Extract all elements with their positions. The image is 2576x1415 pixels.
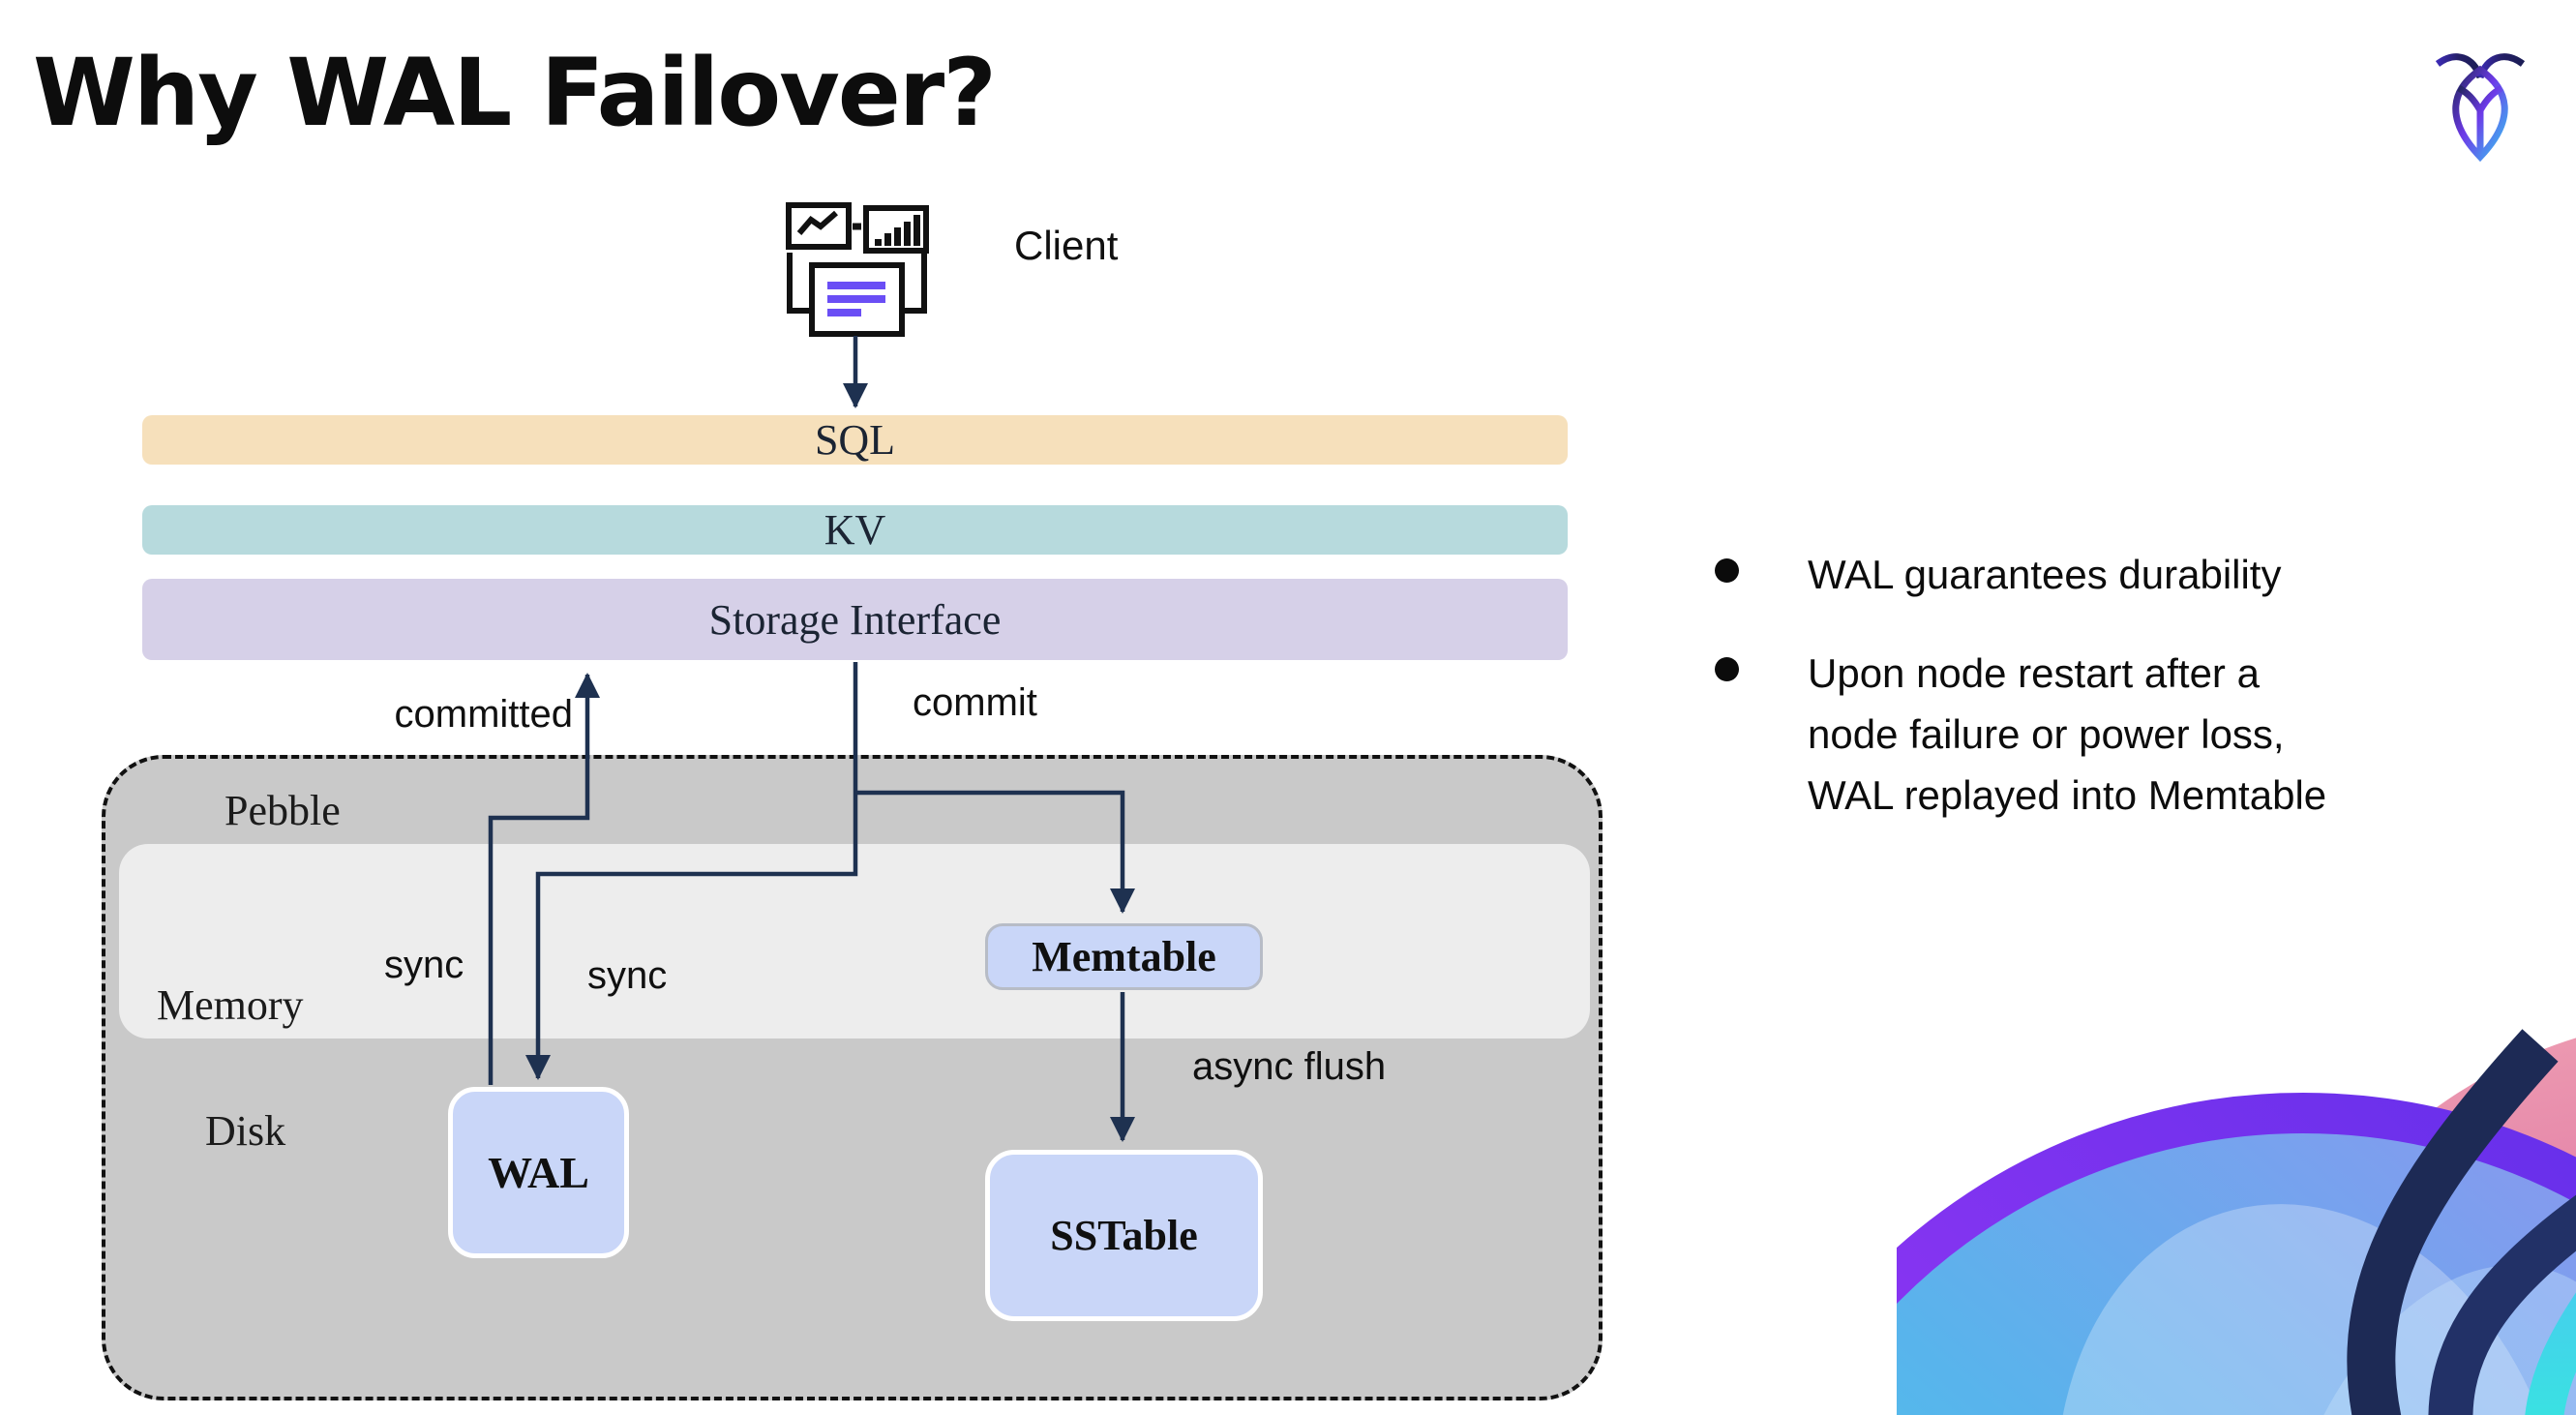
wal-node-label: WAL — [488, 1148, 589, 1197]
client-workstation-icon — [786, 202, 929, 337]
memtable-node: Memtable — [985, 923, 1263, 990]
layer-storage-interface-label: Storage Interface — [708, 595, 1002, 644]
disk-label: Disk — [205, 1107, 286, 1155]
memory-zone — [119, 844, 1590, 1039]
client-label: Client — [1014, 223, 1119, 268]
bullet-1-line-1: WAL guarantees durability — [1808, 552, 2282, 597]
bullet-2-line-1: Upon node restart after a — [1808, 650, 2260, 696]
layer-kv-label: KV — [824, 506, 886, 554]
commit-label: commit — [913, 681, 1037, 724]
bullet-dot-icon — [1715, 657, 1739, 681]
wal-node: WAL — [448, 1087, 629, 1258]
page-title: Why WAL Failover? — [33, 39, 997, 147]
sstable-node-label: SSTable — [1050, 1212, 1198, 1259]
bullet-item: WAL guarantees durability — [1705, 544, 2518, 605]
bullet-dot-icon — [1715, 558, 1739, 583]
cockroachdb-logo-icon — [2435, 53, 2526, 163]
sync-label-left: sync — [384, 944, 464, 986]
layer-storage-interface: Storage Interface — [142, 579, 1568, 660]
document-icon — [809, 262, 905, 337]
layer-sql: SQL — [142, 415, 1568, 465]
committed-label: committed — [394, 693, 574, 736]
sstable-node: SSTable — [985, 1150, 1263, 1321]
monitor-frame-icon — [787, 253, 814, 314]
decorative-brand-graphic — [1897, 1029, 2576, 1415]
bullet-2-line-3: WAL replayed into Memtable — [1808, 772, 2327, 818]
layer-sql-label: SQL — [814, 416, 896, 464]
bar-chart-icon — [863, 205, 929, 254]
pebble-label: Pebble — [225, 787, 341, 834]
layer-kv: KV — [142, 505, 1568, 555]
bullet-2-line-2: node failure or power loss, — [1808, 711, 2285, 757]
line-chart-icon — [786, 202, 852, 250]
bullet-item: Upon node restart after a node failure o… — [1705, 643, 2518, 826]
async-flush-label: async flush — [1192, 1045, 1387, 1088]
memory-label: Memory — [157, 981, 304, 1029]
memtable-node-label: Memtable — [1032, 933, 1216, 980]
sync-label-right: sync — [587, 954, 668, 997]
